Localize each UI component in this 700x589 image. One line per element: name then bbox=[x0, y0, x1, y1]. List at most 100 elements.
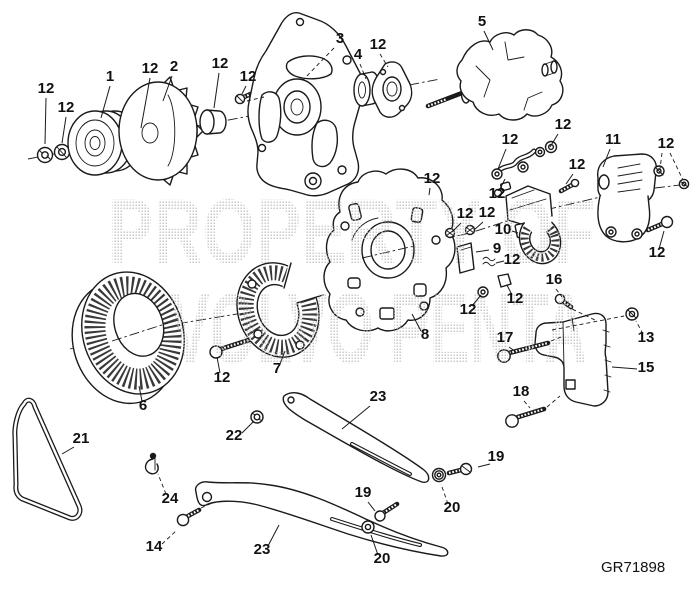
part-number-label: 12 bbox=[658, 135, 675, 152]
screw bbox=[653, 165, 665, 177]
part-number-label: 12 bbox=[479, 204, 496, 221]
part-number-label: 12 bbox=[569, 156, 586, 173]
bolt-19 bbox=[374, 501, 400, 522]
axis-through-stator bbox=[111, 322, 169, 342]
leader-line bbox=[200, 502, 213, 509]
part-number-label: 7 bbox=[273, 360, 281, 377]
leader-line bbox=[279, 350, 286, 365]
leader-line bbox=[658, 230, 665, 250]
screw bbox=[444, 227, 456, 239]
lock-washer bbox=[53, 143, 71, 161]
through-bolt bbox=[209, 337, 252, 359]
voltage-regulator bbox=[493, 181, 562, 265]
part-number-label: 12 bbox=[142, 60, 159, 77]
leader-line bbox=[511, 230, 519, 234]
part-number-label: 12 bbox=[555, 116, 572, 133]
part-number-label: 21 bbox=[73, 430, 90, 447]
leader-line bbox=[216, 356, 221, 374]
washer-20 bbox=[431, 467, 447, 483]
nut-22 bbox=[250, 410, 264, 424]
part-number-label: 16 bbox=[546, 271, 563, 288]
leader-line bbox=[523, 400, 531, 409]
nut bbox=[36, 146, 54, 164]
part-number-label: 12 bbox=[502, 131, 519, 148]
part-number-label: 20 bbox=[374, 550, 391, 567]
leader-line bbox=[471, 294, 482, 307]
part-number-label: 5 bbox=[478, 13, 486, 30]
part-number-label: 12 bbox=[370, 36, 387, 53]
leader-line bbox=[498, 178, 506, 192]
leader-line bbox=[669, 152, 684, 181]
part-number-label: 19 bbox=[355, 484, 372, 501]
leader-line bbox=[61, 446, 75, 455]
drawing-number: GR71898 bbox=[601, 559, 665, 576]
clip bbox=[144, 452, 159, 475]
leader-line bbox=[497, 148, 507, 170]
part-number-label: 12 bbox=[489, 185, 506, 202]
leader-line bbox=[565, 305, 598, 322]
leader-line bbox=[246, 96, 265, 102]
part-number-label: 8 bbox=[421, 326, 429, 343]
adjusting-arm-lower bbox=[194, 481, 449, 557]
leader-line bbox=[546, 395, 561, 408]
leader-line bbox=[370, 534, 379, 556]
leader-line bbox=[267, 524, 280, 547]
bolt-18 bbox=[505, 406, 547, 428]
part-number-label: 12 bbox=[460, 301, 477, 318]
bolt-14 bbox=[176, 507, 202, 527]
leader-line bbox=[506, 284, 513, 296]
leader-line bbox=[508, 346, 517, 353]
part-number-label: 1 bbox=[106, 68, 114, 85]
part-number-label: 12 bbox=[504, 251, 521, 268]
washer-20 bbox=[361, 520, 375, 534]
retainer-plate bbox=[371, 61, 413, 118]
leader-line bbox=[241, 420, 255, 434]
part-number-label: 11 bbox=[605, 131, 621, 148]
part-number-label: 3 bbox=[336, 30, 344, 47]
leader-line bbox=[475, 249, 490, 253]
leader-line bbox=[367, 501, 376, 512]
leader-line bbox=[359, 63, 367, 80]
leader-line bbox=[138, 385, 143, 402]
part-number-label: 20 bbox=[444, 499, 461, 516]
leader-line bbox=[428, 187, 431, 196]
leader-line bbox=[61, 116, 67, 144]
part-number-label: 12 bbox=[649, 244, 666, 261]
part-number-label: 23 bbox=[370, 388, 387, 405]
part-number-label: 12 bbox=[424, 170, 441, 187]
leader-line bbox=[602, 148, 611, 168]
rear-housing bbox=[323, 168, 456, 332]
leader-line bbox=[213, 72, 220, 109]
spring bbox=[482, 256, 496, 267]
part-number-label: 6 bbox=[139, 397, 147, 414]
wire-link bbox=[491, 140, 558, 180]
part-number-label: 17 bbox=[497, 329, 514, 346]
washer-13 bbox=[625, 307, 639, 321]
front-bracket bbox=[247, 11, 364, 197]
part-number-label: 19 bbox=[488, 448, 505, 465]
stator bbox=[71, 271, 185, 405]
part-number-label: 12 bbox=[240, 68, 257, 85]
washer bbox=[477, 286, 489, 298]
leader-line bbox=[157, 473, 167, 495]
fan bbox=[118, 76, 204, 186]
part-number-label: 9 bbox=[493, 240, 501, 257]
part-number-label: 23 bbox=[254, 541, 271, 558]
leader-line bbox=[451, 222, 462, 233]
leader-line bbox=[551, 315, 625, 331]
part-number-label: 12 bbox=[58, 99, 75, 116]
leader-line bbox=[241, 85, 247, 95]
leader-line bbox=[477, 463, 491, 468]
spacer-sleeve bbox=[199, 109, 227, 135]
rubber-bumper bbox=[497, 273, 512, 288]
leader-line bbox=[302, 47, 335, 81]
parts-artwork bbox=[12, 11, 690, 557]
leader-line bbox=[473, 221, 484, 231]
watermark-line1: PROPERTY OF bbox=[108, 181, 595, 283]
part-number-label: 10 bbox=[495, 221, 512, 238]
part-number-label: 18 bbox=[513, 383, 530, 400]
part-number-label: 12 bbox=[457, 205, 474, 222]
rotor bbox=[425, 29, 564, 121]
leader-line bbox=[495, 260, 505, 264]
